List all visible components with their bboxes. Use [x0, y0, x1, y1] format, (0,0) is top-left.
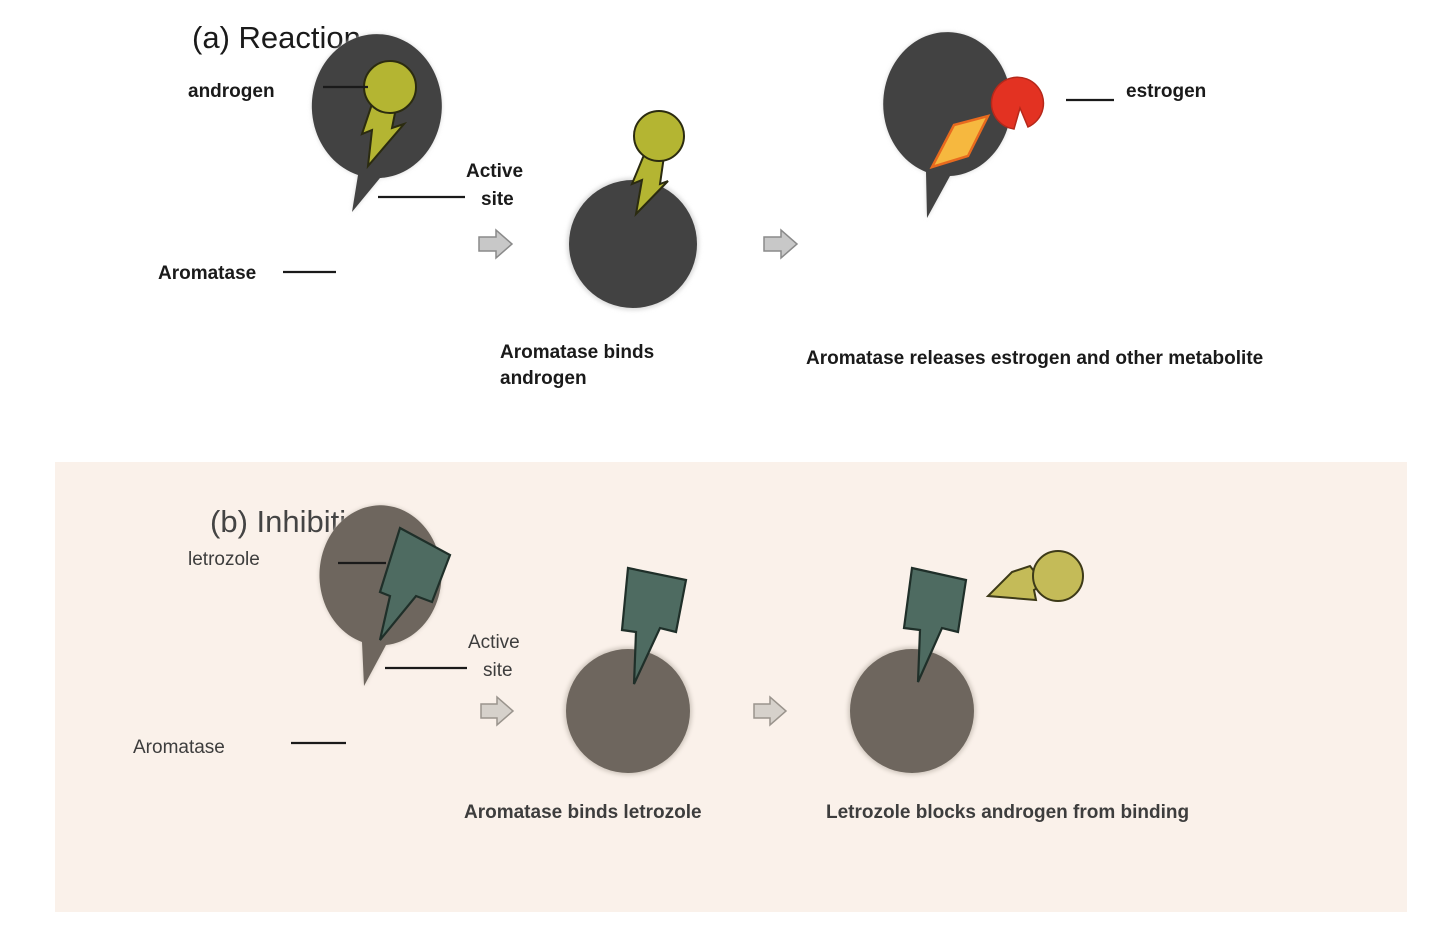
process-arrow-icon [480, 695, 515, 727]
aromatase-label: Aromatase [158, 263, 256, 284]
androgen-bound-molecule [630, 110, 685, 218]
active-site-label-1: Active [466, 161, 523, 182]
aromatase-enzyme-2 [567, 178, 699, 310]
active-site-label-2: site [481, 189, 514, 210]
caption-binds-letrozole: Aromatase binds letrozole [464, 802, 702, 823]
letrozole-blocking-molecule [902, 566, 968, 683]
androgen-label: androgen [188, 81, 275, 102]
caption-releases: Aromatase releases estrogen and other me… [806, 348, 1263, 369]
process-arrow-icon [763, 228, 799, 260]
caption-blocks: Letrozole blocks androgen from binding [826, 802, 1189, 823]
active-site-label-b1: Active [468, 632, 520, 653]
panel-inhibition: (b) Inhibition letrozole Active site Aro… [55, 462, 1407, 912]
aromatase-enzyme-b3 [848, 647, 976, 775]
reaction-title: (a) Reaction [192, 20, 361, 55]
caption-binds-line-2: androgen [500, 368, 587, 389]
estrogen-molecule [990, 76, 1045, 130]
process-arrow-icon [478, 228, 514, 260]
active-site-label-b2: site [483, 660, 513, 681]
aromatase-enzyme-b2 [564, 647, 692, 775]
inhibition-background [55, 462, 1407, 912]
aromatase-label-b: Aromatase [133, 737, 225, 758]
aromatase-enzyme-3 [883, 32, 1012, 218]
letrozole-molecule-1 [378, 526, 452, 641]
caption-binds-line-1: Aromatase binds [500, 342, 654, 363]
androgen-molecule-1 [360, 60, 417, 170]
estrogen-label: estrogen [1126, 81, 1206, 102]
letrozole-label: letrozole [188, 549, 260, 570]
androgen-blocked-molecule [985, 550, 1084, 602]
metabolite-molecule [929, 114, 991, 170]
letrozole-bound-molecule [620, 566, 688, 685]
panel-reaction: (a) Reaction androgen Active site Aromat… [158, 20, 1263, 389]
process-arrow-icon [753, 695, 788, 727]
